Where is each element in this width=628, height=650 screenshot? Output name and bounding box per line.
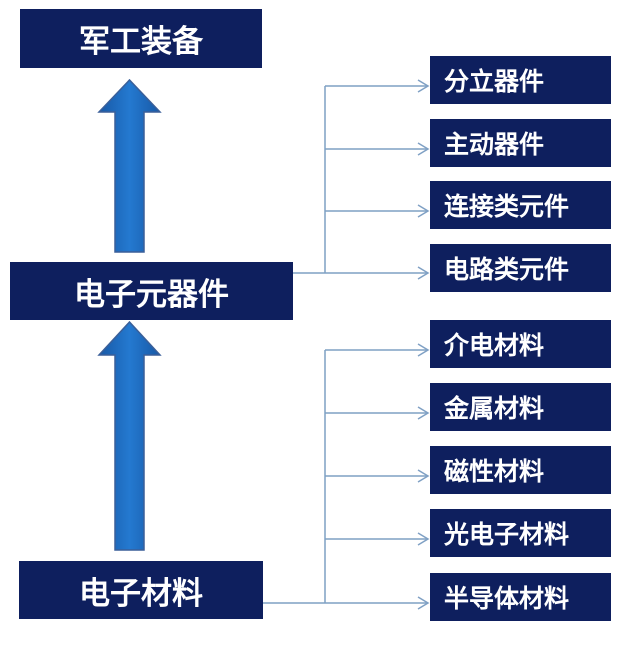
up-arrow-to-military	[97, 78, 162, 253]
material-item: 介电材料	[430, 320, 611, 368]
material-item: 磁性材料	[430, 446, 611, 494]
up-arrow-to-components	[97, 320, 162, 551]
military-equipment-box: 军工装备	[20, 9, 262, 68]
material-item: 金属材料	[430, 383, 611, 431]
material-item: 半导体材料	[430, 573, 611, 621]
components-bracket	[293, 79, 430, 280]
component-item: 电路类元件	[430, 244, 611, 292]
component-item: 连接类元件	[430, 181, 611, 229]
materials-bracket	[263, 343, 430, 610]
component-item: 分立器件	[430, 56, 611, 104]
material-item: 光电子材料	[430, 509, 611, 557]
electronic-materials-box: 电子材料	[19, 561, 263, 619]
electronic-components-box: 电子元器件	[10, 262, 293, 320]
component-item: 主动器件	[430, 119, 611, 167]
